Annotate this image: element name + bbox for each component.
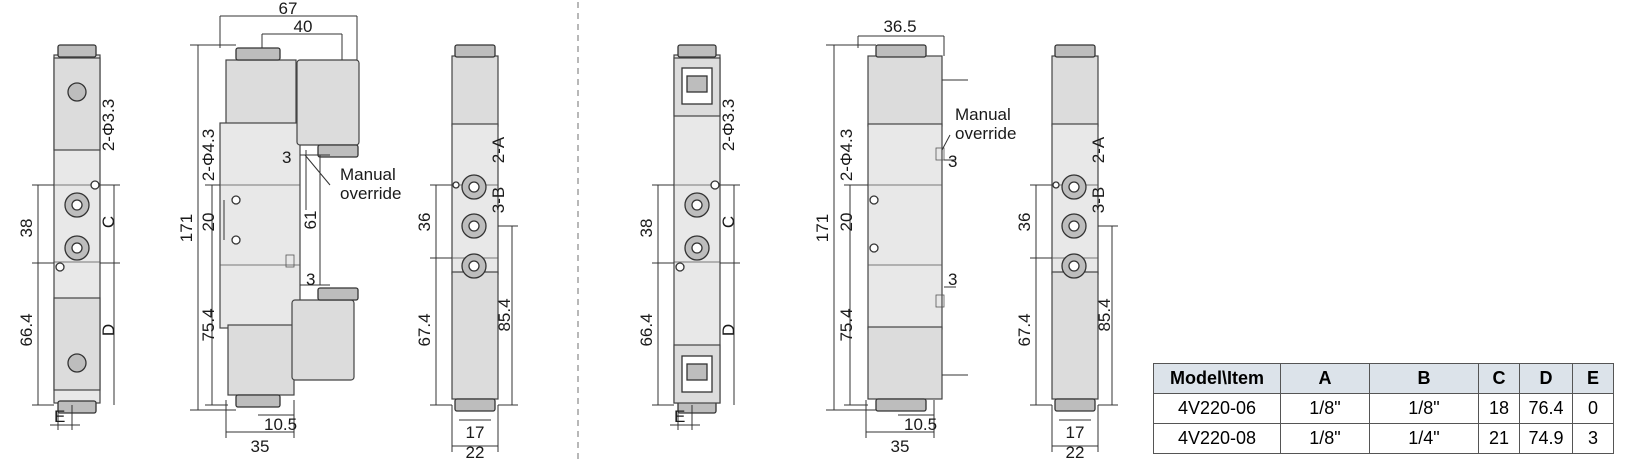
left-manual-override-1: Manual (340, 165, 396, 184)
left-front-dim-61: 61 (301, 211, 320, 230)
right-side2-dim-854: 85.4 (1095, 298, 1114, 331)
right-side2-dim-17: 17 (1066, 423, 1085, 442)
cell-a: 1/8" (1280, 393, 1370, 424)
left-side2-dim-36: 36 (415, 213, 434, 232)
cell-e: 3 (1572, 423, 1614, 454)
spec-table: Model\Item A B C D E 4V220-06 1/8" 1/8" … (1153, 363, 1614, 454)
right-front-label-mount: 2-Φ4.3 (837, 129, 856, 181)
header-model-item: Model\Item (1153, 363, 1281, 394)
left-side1-label-c: C (99, 216, 118, 228)
left-side1-label-port: 2-Φ3.3 (99, 99, 118, 151)
right-side2-label-3b: 3-B (1089, 187, 1108, 213)
table-row: 4V220-06 1/8" 1/8" 18 76.4 0 (1153, 393, 1614, 424)
header-a: A (1280, 363, 1370, 394)
right-front-view: 36.5 171 2-Φ4.3 20 75.4 3 3 10.5 35 Manu… (813, 17, 1016, 456)
cell-c: 21 (1478, 423, 1520, 454)
header-d: D (1519, 363, 1573, 394)
right-front-dim-20: 20 (837, 213, 856, 232)
right-front-dim-754: 75.4 (837, 308, 856, 341)
left-front-view: 67 40 171 2-Φ4.3 20 75.4 3 61 3 10.5 35 … (177, 0, 401, 456)
right-front-dim-365: 36.5 (883, 17, 916, 36)
left-front-dim-105: 10.5 (264, 415, 297, 434)
right-side1-dim-664: 66.4 (637, 313, 656, 346)
right-front-dim-3b: 3 (948, 270, 957, 289)
header-b: B (1369, 363, 1479, 394)
right-front-dim-3a: 3 (948, 152, 957, 171)
left-side1-label-d: D (99, 324, 118, 336)
right-side-view-2: 2-A 3-B 36 67.4 85.4 17 22 (1015, 44, 1118, 461)
cell-d: 74.9 (1519, 423, 1573, 454)
left-front-dim-67: 67 (279, 0, 298, 18)
table-row: 4V220-08 1/8" 1/4" 21 74.9 3 (1153, 423, 1614, 454)
spec-table-header-row: Model\Item A B C D E (1153, 363, 1614, 394)
right-front-dim-105: 10.5 (904, 415, 937, 434)
left-manual-override-2: override (340, 184, 401, 203)
left-side2-dim-674: 67.4 (415, 313, 434, 346)
left-side-view-2: 2-A 3-B 36 67.4 85.4 17 22 (415, 44, 518, 461)
left-side2-dim-854: 85.4 (495, 298, 514, 331)
left-side2-dim-22: 22 (466, 443, 485, 461)
right-side2-dim-36: 36 (1015, 213, 1034, 232)
right-side1-dim-38: 38 (637, 219, 656, 238)
right-manual-override-1: Manual (955, 105, 1011, 124)
right-side2-dim-22: 22 (1066, 443, 1085, 461)
right-side1-label-d: D (719, 324, 738, 336)
cell-d: 76.4 (1519, 393, 1573, 424)
left-front-dim-40: 40 (294, 17, 313, 36)
right-side1-label-c: C (719, 216, 738, 228)
left-side-view-1: 38 66.4 2-Φ3.3 C D E (17, 44, 120, 430)
cell-a: 1/8" (1280, 423, 1370, 454)
cell-b: 1/8" (1369, 393, 1479, 424)
right-side2-dim-674: 67.4 (1015, 313, 1034, 346)
left-front-label-mount: 2-Φ4.3 (199, 129, 218, 181)
right-front-dim-35: 35 (891, 437, 910, 456)
left-front-dim-171: 171 (177, 214, 196, 242)
cell-e: 0 (1572, 393, 1614, 424)
cell-c: 18 (1478, 393, 1520, 424)
left-front-dim-3a: 3 (282, 148, 291, 167)
left-side1-dim-664: 66.4 (17, 313, 36, 346)
left-side2-label-2a: 2-A (489, 136, 508, 163)
header-e: E (1572, 363, 1614, 394)
right-side1-label-port: 2-Φ3.3 (719, 99, 738, 151)
left-front-dim-3b: 3 (306, 270, 315, 289)
right-front-dim-171: 171 (813, 214, 832, 242)
right-side-view-1: 38 66.4 2-Φ3.3 C D E (637, 44, 740, 430)
left-front-dim-35: 35 (251, 437, 270, 456)
header-c: C (1478, 363, 1520, 394)
left-side2-label-3b: 3-B (489, 187, 508, 213)
left-front-dim-20: 20 (199, 213, 218, 232)
left-side1-dim-38: 38 (17, 219, 36, 238)
right-side1-label-e: E (674, 407, 685, 426)
left-side1-label-e: E (54, 407, 65, 426)
right-side2-label-2a: 2-A (1089, 136, 1108, 163)
right-manual-override-2: override (955, 124, 1016, 143)
left-front-dim-754: 75.4 (199, 308, 218, 341)
cell-model: 4V220-06 (1153, 393, 1281, 424)
cell-b: 1/4" (1369, 423, 1479, 454)
cell-model: 4V220-08 (1153, 423, 1281, 454)
left-side2-dim-17: 17 (466, 423, 485, 442)
